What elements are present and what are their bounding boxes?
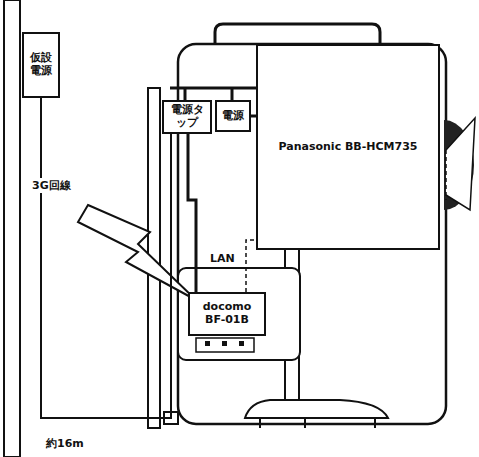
node-label: Panasonic BB-HCM735 xyxy=(278,141,417,154)
lan-cable xyxy=(246,240,256,292)
power-cable xyxy=(188,134,196,292)
router-box: docomo BF-01B xyxy=(188,292,266,336)
cabinet xyxy=(178,44,446,424)
lightning xyxy=(78,205,196,300)
network-label: 3G回線 xyxy=(30,178,73,193)
node-label: 仮設電源 xyxy=(26,52,56,77)
camera-box: Panasonic BB-HCM735 xyxy=(256,44,440,250)
stand-base xyxy=(245,400,388,418)
power-cable xyxy=(41,98,171,418)
power-source-box: 仮設電源 xyxy=(22,32,60,98)
power-box: 電源 xyxy=(215,100,251,132)
node-label: 電源 xyxy=(222,110,244,123)
edge-label: 約16m xyxy=(44,436,86,451)
pole xyxy=(4,0,20,457)
node-label: docomo BF-01B xyxy=(192,301,262,326)
node-label: 電源タップ xyxy=(167,104,207,129)
cradle xyxy=(196,338,254,352)
power-tap-box: 電源タップ xyxy=(162,100,212,134)
view-cone xyxy=(446,118,475,210)
edge-label: LAN xyxy=(208,252,237,265)
